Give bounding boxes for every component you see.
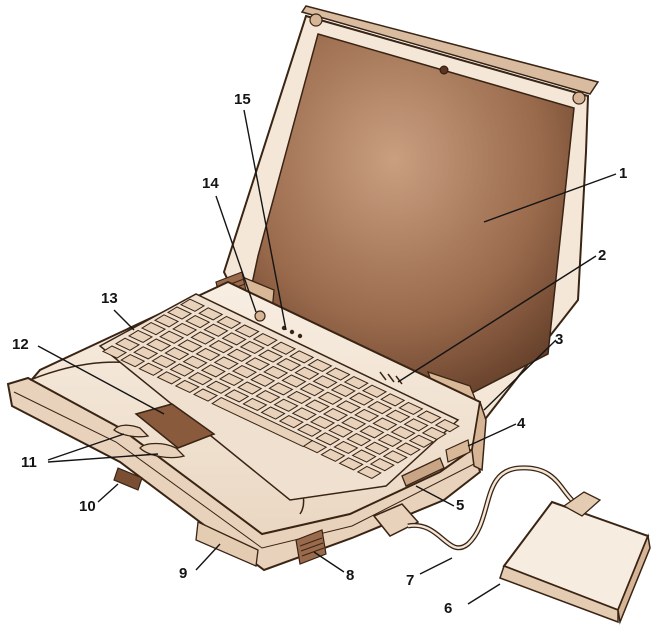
power-button bbox=[255, 311, 265, 321]
callout-13: 13 bbox=[101, 291, 118, 306]
callout-8: 8 bbox=[346, 568, 354, 583]
callout-6: 6 bbox=[444, 601, 452, 616]
leader-7 bbox=[420, 558, 452, 574]
callout-1: 1 bbox=[619, 166, 627, 181]
callout-7: 7 bbox=[406, 573, 414, 588]
leader-13 bbox=[114, 310, 134, 330]
callout-10: 10 bbox=[79, 499, 96, 514]
callout-5: 5 bbox=[456, 498, 464, 513]
status-light-2 bbox=[290, 330, 294, 334]
callout-12: 12 bbox=[12, 337, 29, 352]
leader-10 bbox=[98, 484, 118, 502]
callout-9: 9 bbox=[179, 566, 187, 581]
lid-screw-top-right bbox=[573, 92, 585, 104]
callout-14: 14 bbox=[202, 176, 219, 191]
callout-2: 2 bbox=[598, 248, 606, 263]
callout-4: 4 bbox=[517, 416, 525, 431]
leader-6 bbox=[468, 584, 500, 604]
leader-9 bbox=[196, 544, 220, 570]
status-light-3 bbox=[298, 334, 302, 338]
camera-lens bbox=[440, 66, 448, 74]
callout-3: 3 bbox=[555, 332, 563, 347]
leader-8 bbox=[314, 552, 344, 572]
external-floppy-drive bbox=[500, 492, 650, 622]
callout-11: 11 bbox=[21, 455, 37, 470]
lid-screw-top-left bbox=[310, 14, 322, 26]
callout-15: 15 bbox=[234, 92, 251, 107]
